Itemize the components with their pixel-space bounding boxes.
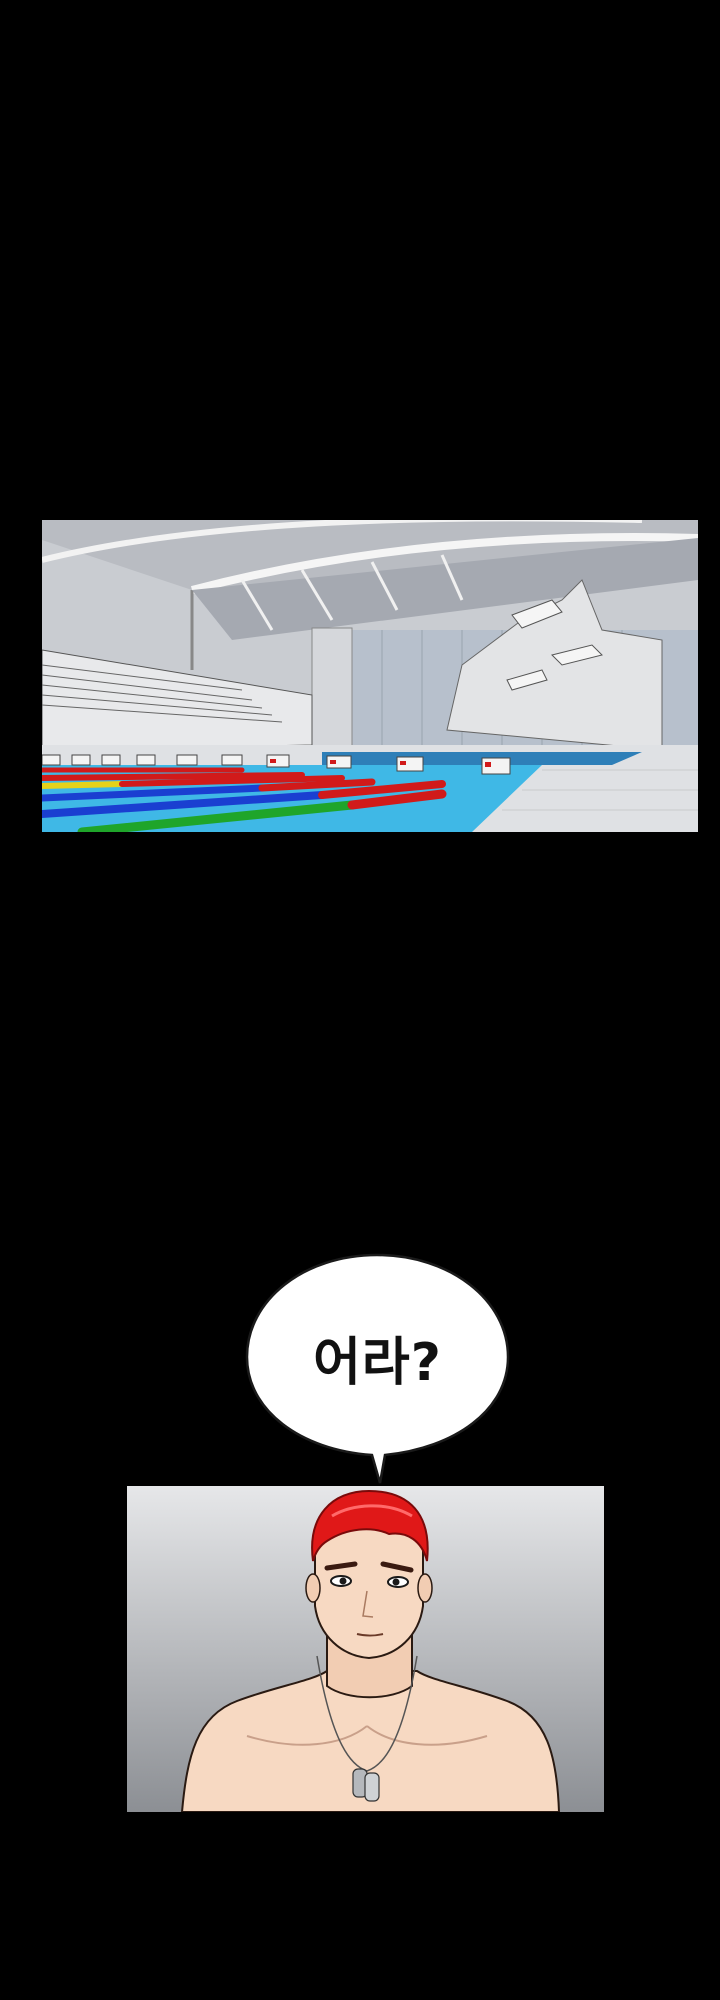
pool-panel xyxy=(42,520,698,832)
swimmer-panel xyxy=(127,1486,604,1812)
pool-illustration xyxy=(42,520,698,832)
swimmer-illustration xyxy=(127,1486,604,1812)
speech-bubble-shape xyxy=(245,1253,510,1484)
speech-bubble: 어라? xyxy=(240,1245,515,1485)
speech-bubble-text: 어라? xyxy=(313,1333,442,1393)
